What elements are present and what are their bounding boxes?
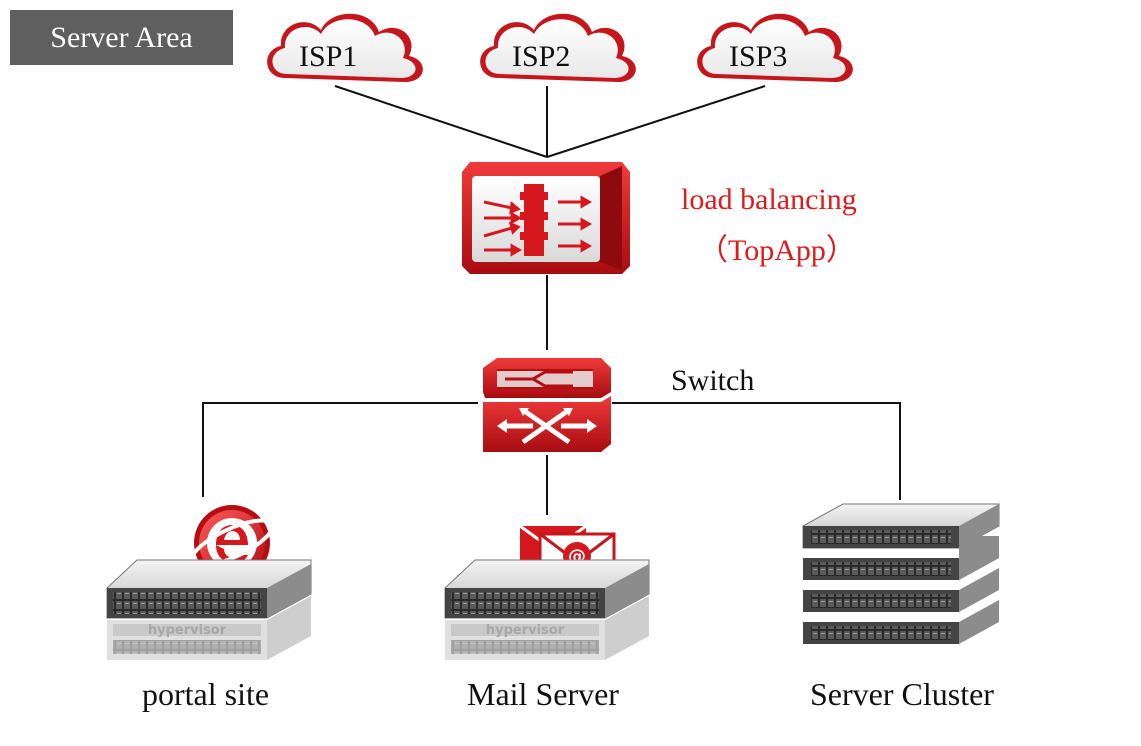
rack-unit xyxy=(803,568,999,612)
isp3-label: ISP3 xyxy=(729,40,788,73)
connection-lines xyxy=(202,85,901,515)
switch-icon xyxy=(483,358,611,452)
area-badge: Server Area xyxy=(10,10,233,65)
cloud-icon xyxy=(480,13,636,83)
load-balancer-product: （TopApp） xyxy=(698,234,856,267)
cloud-icon xyxy=(697,13,853,83)
rack-unit xyxy=(803,600,999,644)
cloud-icon xyxy=(267,13,423,83)
link-switch-portal xyxy=(202,402,478,497)
load-balancer-icon xyxy=(462,162,630,274)
isp1-label: ISP1 xyxy=(299,40,358,73)
server-cluster-label: Server Cluster xyxy=(810,676,994,712)
mail-server-label: Mail Server xyxy=(467,676,619,712)
server-stack-portal: hypervisor xyxy=(106,559,312,660)
hypervisor-watermark: hypervisor xyxy=(486,623,565,638)
server-rack-icon xyxy=(802,503,1000,644)
load-balancer-label: load balancing xyxy=(681,183,857,216)
isp2-label: ISP2 xyxy=(512,40,571,73)
rack-unit xyxy=(803,536,999,580)
link-switch-cluster xyxy=(612,402,901,500)
server-stack-mail: hypervisor xyxy=(444,559,650,660)
switch-label: Switch xyxy=(671,364,755,397)
hypervisor-watermark: hypervisor xyxy=(148,623,227,638)
link-isp3-lb xyxy=(546,85,766,158)
portal-site-label: portal site xyxy=(142,676,270,712)
link-isp1-lb xyxy=(334,85,548,158)
